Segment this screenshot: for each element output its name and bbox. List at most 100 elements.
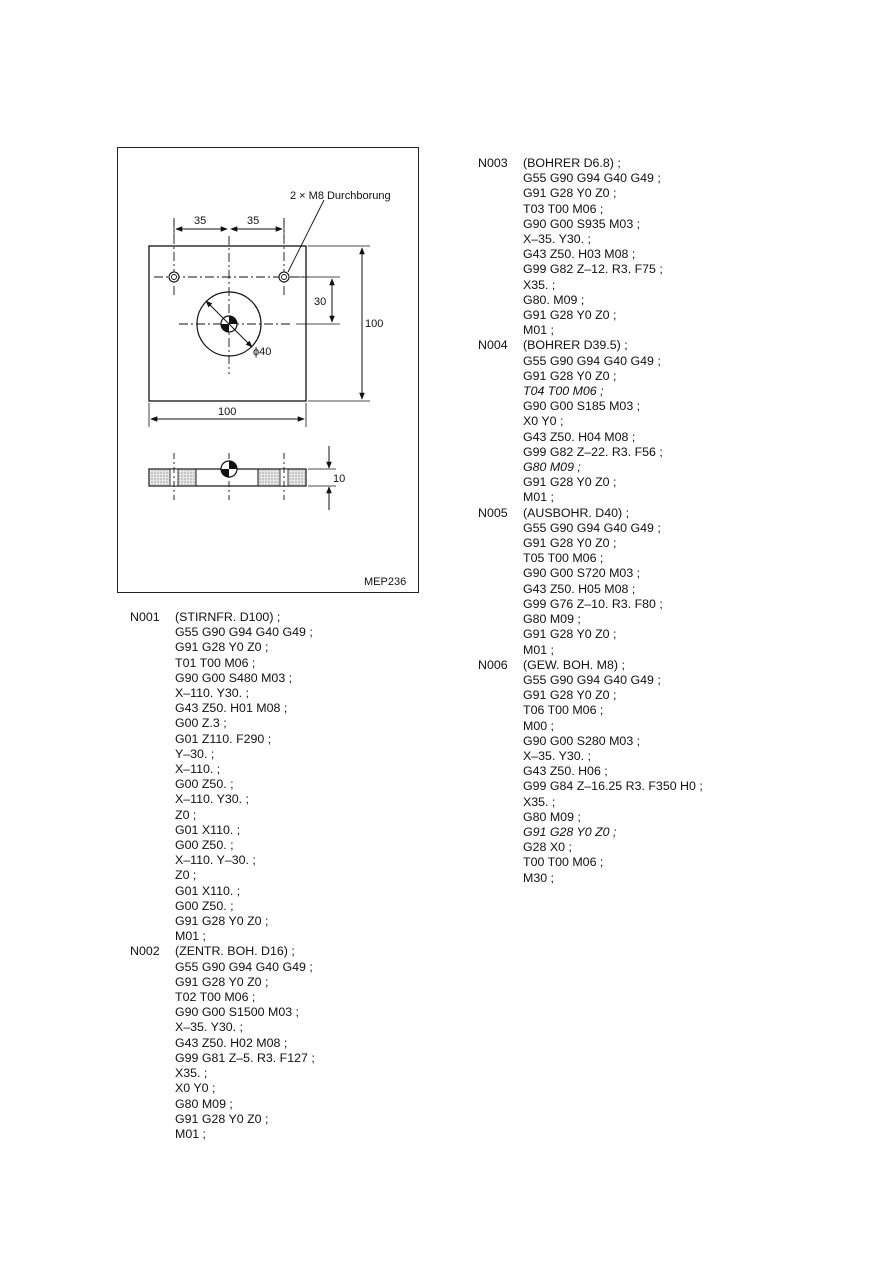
- program-line: G55 G90 G94 G40 G49 ;: [523, 171, 661, 186]
- phi40-label: ϕ40: [253, 346, 271, 358]
- diameter-arrow: [205, 300, 253, 348]
- dim-100-height-label: 100: [365, 318, 383, 330]
- program-line: G80 M09 ;: [523, 460, 581, 475]
- right-m8-hole: [278, 271, 290, 283]
- program-line: G99 G82 Z–12. R3. F75 ;: [523, 262, 663, 277]
- program-line: G80 M09 ;: [523, 809, 581, 824]
- program-block: N003(BOHRER D6.8) ;G55 G90 G94 G40 G49 ;…: [478, 156, 703, 338]
- program-block: N001(STIRNFR. D100) ;G55 G90 G94 G40 G49…: [130, 610, 315, 944]
- program-line: G43 Z50. H04 M08 ;: [523, 429, 636, 444]
- program-line: G91 G28 Y0 Z0 ;: [175, 914, 269, 929]
- program-line: G80 M09 ;: [523, 612, 581, 627]
- nc-program-right-column: N003(BOHRER D6.8) ;G55 G90 G94 G40 G49 ;…: [478, 156, 703, 886]
- program-line: G28 X0 ;: [523, 840, 572, 855]
- program-line: G91 G28 Y0 Z0 ;: [523, 475, 617, 490]
- program-line: G91 G28 Y0 Z0 ;: [175, 974, 269, 989]
- program-line: G55 G90 G94 G40 G49 ;: [175, 959, 313, 974]
- dim-10-label: 10: [333, 473, 345, 485]
- program-line: M00 ;: [523, 718, 554, 733]
- annotation-leader: [287, 199, 325, 273]
- program-line: (STIRNFR. D100) ;: [175, 610, 281, 624]
- program-line: Z0 ;: [175, 807, 197, 822]
- center-mark-side: [220, 460, 238, 478]
- program-line: G43 Z50. H01 M08 ;: [175, 701, 288, 716]
- program-line: G91 G28 Y0 Z0 ;: [523, 536, 617, 551]
- block-number: N005: [478, 505, 508, 520]
- program-line: G91 G28 Y0 Z0 ;: [523, 308, 617, 323]
- program-line: X–110. Y30. ;: [175, 686, 249, 701]
- program-line: G00 Z.3 ;: [175, 716, 227, 731]
- technical-drawing: ϕ40 2 × M8 Durchborung 35 35 30 100 100: [117, 147, 419, 593]
- bore-circle: [196, 291, 262, 357]
- program-line: G91 G28 Y0 Z0 ;: [523, 688, 617, 703]
- program-line: G43 Z50. H03 M08 ;: [523, 247, 636, 262]
- program-line: G99 G76 Z–10. R3. F80 ;: [523, 596, 663, 611]
- program-line: X0 Y0 ;: [523, 414, 564, 429]
- program-line: M30 ;: [523, 870, 554, 885]
- program-line: X–110. Y–30. ;: [175, 853, 256, 868]
- program-line: T03 T00 M06 ;: [523, 201, 604, 216]
- program-line: T06 T00 M06 ;: [523, 703, 604, 718]
- program-line: (ZENTR. BOH. D16) ;: [175, 944, 295, 959]
- program-line: X–110. ;: [175, 762, 221, 777]
- program-line: T05 T00 M06 ;: [523, 551, 604, 566]
- program-line: X35. ;: [175, 1066, 208, 1081]
- program-line: G01 Z110. F290 ;: [175, 731, 272, 746]
- program-line: X35. ;: [523, 794, 556, 809]
- block-number: N003: [478, 156, 508, 170]
- program-line: M01 ;: [175, 929, 206, 944]
- program-line: X–35. Y30. ;: [523, 748, 591, 763]
- program-line: G00 Z50. ;: [175, 777, 234, 792]
- program-line: (AUSBOHR. D40) ;: [523, 505, 630, 520]
- program-block: N006(GEW. BOH. M8) ;G55 G90 G94 G40 G49 …: [478, 658, 703, 886]
- block-number: N004: [478, 338, 508, 353]
- program-line: T02 T00 M06 ;: [175, 990, 256, 1005]
- program-line: X0 Y0 ;: [175, 1081, 216, 1096]
- program-line: M01 ;: [523, 642, 554, 657]
- program-line: G99 G81 Z–5. R3. F127 ;: [175, 1050, 315, 1065]
- dim-100-width-label: 100: [218, 406, 236, 418]
- program-line: G90 G00 S935 M03 ;: [523, 216, 641, 231]
- left-m8-hole: [168, 271, 180, 283]
- plate-top-view: [148, 245, 307, 402]
- figure-id: MEP236: [364, 576, 406, 588]
- program-line: G90 G00 S480 M03 ;: [175, 670, 293, 685]
- program-line: X–110. Y30. ;: [175, 792, 249, 807]
- program-line: G99 G82 Z–22. R3. F56 ;: [523, 444, 663, 459]
- program-line: (GEW. BOH. M8) ;: [523, 657, 625, 672]
- program-line: G01 X110. ;: [175, 883, 241, 898]
- program-line: X35. ;: [523, 277, 556, 292]
- program-line: G01 X110. ;: [175, 822, 241, 837]
- program-line: G55 G90 G94 G40 G49 ;: [175, 625, 313, 640]
- program-block: N002 (ZENTR. BOH. D16) ;G55 G90 G94 G40 G…: [130, 944, 315, 1142]
- program-block: N005(AUSBOHR. D40) ;G55 G90 G94 G40 G49 …: [478, 506, 703, 658]
- program-line: G80. M09 ;: [523, 292, 585, 307]
- program-line: G90 G00 S185 M03 ;: [523, 399, 641, 414]
- program-line: T01 T00 M06 ;: [175, 655, 256, 670]
- program-line: G91 G28 Y0 Z0 ;: [523, 368, 617, 383]
- dim-35-left-label: 35: [194, 215, 206, 227]
- program-line: M01 ;: [523, 490, 554, 505]
- program-line: G43 Z50. H05 M08 ;: [523, 581, 636, 596]
- program-line: G91 G28 Y0 Z0 ;: [523, 824, 617, 839]
- drawing-svg: ϕ40 2 × M8 Durchborung 35 35 30 100 100: [148, 190, 406, 588]
- program-line: M01 ;: [523, 323, 554, 338]
- program-line: T00 T00 M06 ;: [523, 855, 604, 870]
- program-line: G91 G28 Y0 Z0 ;: [523, 627, 617, 642]
- program-line: G55 G90 G94 G40 G49 ;: [523, 353, 661, 368]
- program-line: G00 Z50. ;: [175, 898, 234, 913]
- block-number: N002: [130, 944, 160, 959]
- program-line: G91 G28 Y0 Z0 ;: [523, 186, 617, 201]
- program-line: G90 G00 S280 M03 ;: [523, 733, 641, 748]
- dim-35-right-label: 35: [247, 215, 259, 227]
- nc-program-left-column: N001(STIRNFR. D100) ;G55 G90 G94 G40 G49…: [130, 610, 315, 1142]
- program-line: G91 G28 Y0 Z0 ;: [175, 640, 269, 655]
- program-line: G55 G90 G94 G40 G49 ;: [523, 672, 661, 687]
- program-line: G00 Z50. ;: [175, 838, 234, 853]
- program-line: (BOHRER D39.5) ;: [523, 338, 628, 353]
- program-line: G80 M09 ;: [175, 1096, 233, 1111]
- program-line: Z0 ;: [175, 868, 197, 883]
- hole-annotation: 2 × M8 Durchborung: [290, 190, 391, 202]
- program-line: G43 Z50. H02 M08 ;: [175, 1035, 288, 1050]
- program-line: G43 Z50. H06 ;: [523, 764, 608, 779]
